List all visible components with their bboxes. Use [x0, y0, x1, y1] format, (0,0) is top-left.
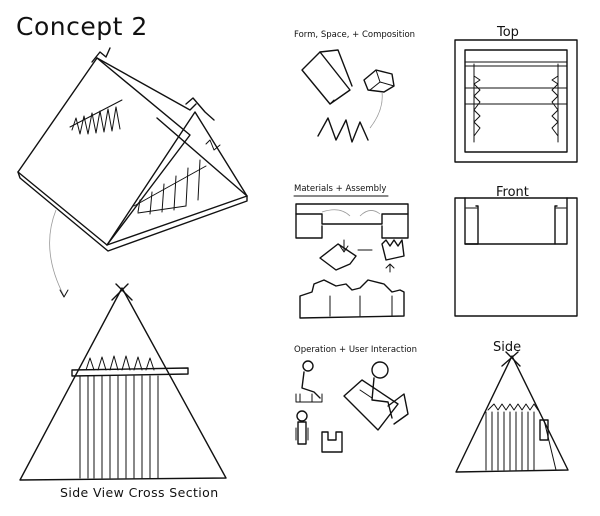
- top-view-drawing: [454, 39, 578, 163]
- isometric-tent-sketch: [17, 47, 248, 298]
- form-space-composition-label: Form, Space, + Composition: [294, 30, 416, 40]
- page-title: Concept 2: [16, 12, 148, 41]
- side-view-drawing: [455, 351, 569, 473]
- operation-interaction-sketch: [295, 360, 409, 453]
- cross-section-label: Side View Cross Section: [60, 485, 219, 500]
- side-view-label: Side: [493, 340, 522, 355]
- cross-section-drawing: [19, 283, 227, 481]
- front-view-label: Front: [496, 185, 529, 200]
- form-composition-sketch: [301, 49, 395, 143]
- operation-interaction-label: Operation + User Interaction: [294, 345, 418, 355]
- top-view-label: Top: [497, 25, 519, 40]
- materials-assembly-sketch: [295, 203, 409, 319]
- materials-assembly-label: Materials + Assembly: [294, 184, 387, 194]
- front-view-drawing: [454, 197, 578, 317]
